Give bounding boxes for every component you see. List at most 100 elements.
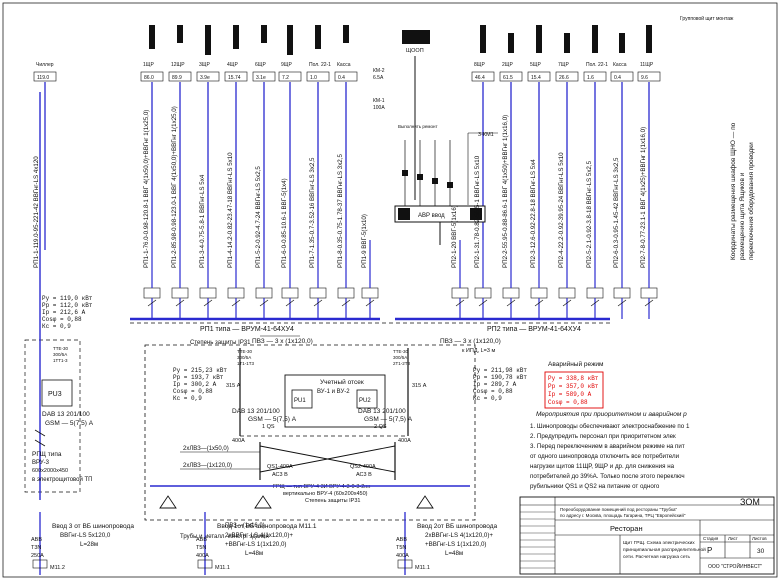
feeder-bar [205, 25, 211, 55]
feeder-left-7: Пол. 22-11.0 [306, 25, 331, 240]
stamp-name: Ресторан [610, 524, 643, 533]
right-cable-5: РП2-5-2.1-0.92-3.8-18 ВВГнг-LS 5х2,5 [586, 160, 593, 268]
left-cable-9: РП1-9 ВВГ-5(1х10) [361, 214, 368, 268]
feeder-value: 0.4 [614, 75, 621, 81]
grshch-note-1: вертикально ВРУ-4 (60х200х450) [283, 491, 368, 497]
stamp-sheet-title-3: сети. Расчетная нагрузка сеть [623, 554, 691, 560]
pu3-label: PU3 [48, 391, 62, 398]
feeder-value: 119.0 [37, 75, 49, 81]
dab-right: DAB 13 201/100 [358, 408, 406, 415]
feeder-breaker [530, 240, 548, 319]
qs1-short: 1 QS [262, 424, 275, 430]
left-calc-2: Iр = 212,6 А [42, 309, 86, 316]
left-cable-6: РП1-6-0-0.85-10.6-1 ВВГ-5(1х4) [281, 178, 288, 268]
emergency-2: Iр = 589,0 А [548, 391, 592, 398]
qf4-label: 400А [398, 438, 411, 444]
rp1-label: РП1 типа — ВРУМ-41-64ХУ4 [200, 326, 294, 333]
right-cable-3: РП2-3-12.6-0.92-22.8-18 ВВГнг-LS 5х4 [530, 159, 537, 268]
left-cable-7: РП1-7-1.35-0.7-3.52-16 ВВГнг-LS 3х2,5 [309, 157, 316, 268]
shch-ob-block [402, 30, 430, 44]
input-breaker-rating: 250А [31, 553, 44, 559]
feeder-label: 6ЩР [255, 62, 266, 68]
feeder-breaker [171, 240, 189, 319]
feeder-bar [177, 25, 183, 43]
center-calc-right-1: Рр = 190,78 кВт [473, 374, 527, 381]
input-code: М11.2 [50, 565, 65, 571]
input-cable-2: +ВВГнг-LS 1(1х120,0) [225, 541, 286, 548]
feeder-bar [315, 25, 321, 49]
left-cable-2: РП1-2-85.98-0.98-123.0-1 ВВГ 4(1х50,0)+В… [171, 106, 178, 268]
feeder-breaker [227, 240, 245, 319]
feeder-breaker [451, 240, 469, 319]
title-stamp: ЗОМ Переоборудование помещений под ресто… [519, 496, 775, 575]
stamp-desc-2: по адресу г. Москва, площадь Гагарина, Т… [560, 512, 686, 518]
feeder-label: 5ЩР [530, 62, 541, 68]
center-calc-left-0: Ру = 215,23 кВт [173, 367, 227, 374]
left-panel-title: РГЩ типа [32, 451, 62, 458]
feeder-value: 3.9е [200, 75, 210, 81]
measure-1: 2. Предупредить персонал при приоритетно… [530, 433, 676, 440]
left-calc-1: Рр = 112,0 кВт [42, 302, 93, 309]
qs2-short: 2 QS [374, 424, 387, 430]
tt-right-2: 2Т1-2Т3 [393, 361, 411, 366]
emergency-1: Рр = 357,0 кВт [548, 383, 599, 390]
lower-cable-1: 2хЛВЗ—(1х120,0) [183, 463, 232, 469]
input-breaker-type: T3N [31, 545, 41, 551]
feeder-label: 11ЩР [640, 62, 654, 68]
feeder-breaker [558, 240, 576, 319]
input-title: Ввод 3 от ВБ шинопровода [52, 523, 134, 530]
stamp-code: ЗОМ [740, 497, 760, 507]
left-panel-size: 600х2000х450 [32, 468, 68, 474]
stamp-org: ООО "СТРОЙИНВЕСТ" [708, 562, 762, 570]
input-code: М11.1 [215, 565, 230, 571]
input-cable: 2хВВГнг-LS 4(1х120,0)+ [225, 532, 293, 539]
measure-4: нагрузки щитов 11ЩР, 9ЩР и др. для сниже… [530, 463, 675, 470]
left-cable-3: РП1-3-4-0.75-5.8-1 ВВГнг-LS 5х4 [199, 174, 206, 268]
feeder-value: 9.6 [641, 75, 648, 81]
feeder-breaker [361, 240, 379, 319]
feeder-value: 86.0 [144, 75, 154, 81]
stamp-desc-1: Переоборудование помещений под рестораны… [560, 506, 678, 512]
left-panel: PU3 ТТЕ-30 300/5А 1ТТ1-3 DAB 13 201/100 … [24, 92, 94, 500]
right-cable-6: РП2-6-0.3-0.95-1.45-42 ВВГнг-LS 3х2,5 [613, 157, 620, 268]
pvz-left: ПВЗ — 3 х (1х120,0) [252, 338, 313, 345]
km2-rating: 6.5А [373, 75, 384, 81]
measure-3: от одного шинопровода отключить все потр… [530, 453, 680, 460]
input-title: Ввод 1от ВБ шинопровода М11.1 [217, 523, 317, 530]
feeder-value: 15.74 [228, 75, 241, 81]
center-calc-left-3: Cosφ = 0,88 [173, 388, 213, 395]
feeder-breakers-row [143, 240, 658, 319]
feeder-breaker [474, 240, 492, 319]
input-length: L=48м [245, 550, 263, 557]
dab-left: DAB 13 201/100 [232, 408, 280, 415]
left-panel-loc: в электрощитовой ТП [32, 476, 93, 483]
feeder-bar [261, 25, 267, 43]
feeder-bar [592, 25, 598, 53]
input-breaker-rating: 400А [396, 553, 409, 559]
feeder-bar [149, 25, 155, 49]
feeder-value: 46.4 [475, 75, 485, 81]
feeder-value: 1.0 [310, 75, 317, 81]
pvz-right: ПВЗ — 3 х (1х120,0) [440, 338, 501, 345]
left-tt-2: 1ТТ1-3 [53, 358, 68, 363]
feeder-label: 12ЩР [171, 62, 185, 68]
measures-block: Мероприятия при приоритетном и аварийном… [530, 410, 690, 490]
right-cable-7: РП2-7-8-0.77-23.1-1 ВВГ 4(1х25)+ВВГнг 1(… [640, 127, 647, 268]
left-calc-block: Ру = 119,0 кВт Рр = 112,0 кВт Iр = 212,6… [42, 295, 93, 330]
left-tt-0: ТТЕ-30 [53, 346, 69, 351]
left-calc-0: Ру = 119,0 кВт [42, 295, 93, 302]
center-calc-right-2: Iр = 289,7 А [473, 381, 517, 388]
protection-label: Степень защиты IP31 [190, 340, 251, 346]
right-note-line-3: переключения оборудования проводки [747, 142, 755, 260]
emergency-title: Аварийный режим [548, 360, 604, 368]
right-cable-1: РП2-1-31.78-0.82-58.5-1 ВВГнг-LS 5х10 [474, 155, 481, 268]
left-panel-sub: ВРУ-3 [32, 460, 50, 466]
input-breaker: АВВ [196, 537, 207, 543]
